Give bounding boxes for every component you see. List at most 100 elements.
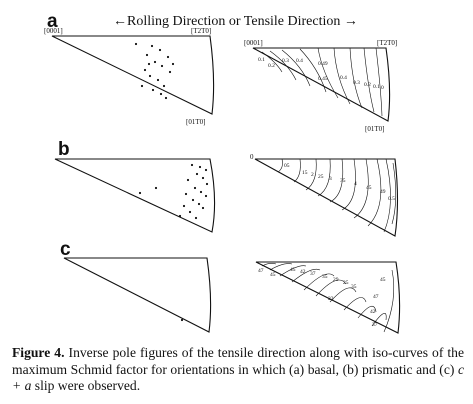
orientation-point [190, 163, 194, 167]
isocurve-label: 47 [373, 294, 379, 300]
orientation-points-c [180, 318, 184, 322]
orientation-point [154, 186, 158, 190]
isocurves-b [277, 158, 397, 233]
isocurve-label: 0.5 [388, 196, 395, 202]
panel-letter-b: b [58, 139, 70, 160]
orientation-point [199, 190, 203, 194]
triangle-b-right [254, 158, 399, 237]
panel-letter-a: a [47, 11, 58, 32]
corner-label-a-right-01t0: [01T0] [365, 125, 384, 133]
orientation-point [178, 214, 182, 218]
orientation-point [151, 88, 155, 92]
orientation-point [148, 74, 152, 78]
isocurve-labels-b: 05 15 2 25 3 35 4 45 49 0.5 [284, 163, 395, 202]
isocurve-label: 0.2 [268, 63, 275, 69]
orientation-point [156, 78, 160, 82]
isocurve-label: 2 [311, 172, 314, 178]
corner-label-a-left-0001: [0001] [44, 27, 63, 35]
orientation-point [205, 182, 209, 186]
orientation-point [150, 44, 154, 48]
caption-text-part2: slip were observed. [31, 378, 141, 393]
orientation-point [164, 96, 168, 100]
isocurve-label: 47 [258, 268, 264, 274]
isocurve-label: 37 [372, 322, 378, 328]
orientation-point [201, 206, 205, 210]
pole-figure-c-c-plus-a [63, 257, 212, 333]
orientation-points-a [134, 42, 175, 100]
orientation-point [201, 176, 205, 180]
pole-figure-a-basal [51, 35, 215, 115]
orientation-point [197, 202, 201, 206]
orientation-point [186, 178, 190, 182]
orientation-point [180, 318, 184, 322]
isocurve-label: 45 [270, 272, 276, 278]
caption-math: c + a [12, 361, 464, 394]
corner-label-a-right-0001: [0001] [244, 39, 263, 47]
isocurve-label: 0.1 [373, 84, 380, 90]
orientation-point [188, 210, 192, 214]
isocurve-figure-a-basal [252, 47, 391, 122]
isocurve-label: 35 [322, 274, 328, 280]
direction-label: ←Rolling Direction or Tensile Direction … [113, 14, 358, 29]
orientation-point [162, 84, 166, 88]
orientation-point [184, 192, 188, 196]
orientation-point [147, 62, 151, 66]
isocurve-label: 0.1 [258, 57, 265, 63]
orientation-point [166, 55, 170, 59]
orientation-point [143, 68, 147, 72]
orientation-point [191, 198, 195, 202]
isocurve-label: 35 [340, 178, 346, 184]
figure-caption: Figure 4. Inverse pole figures of the te… [12, 345, 464, 395]
isocurve-figure-b-prismatic [254, 158, 399, 237]
isocurve-label: 45 [366, 185, 372, 191]
isocurves-c [261, 263, 395, 333]
isocurve-label: 0.45 [318, 76, 328, 82]
triangle-c-left [63, 257, 212, 333]
isocurves-a [261, 47, 383, 117]
orientation-point [153, 60, 157, 64]
orientation-point [195, 172, 199, 176]
isocurve-label: 0.3 [353, 80, 360, 86]
isocurve-label: 25 [318, 174, 324, 180]
isocurve-label: 0.3 [282, 58, 289, 64]
triangle-a-right [252, 47, 391, 122]
orientation-point [204, 168, 208, 172]
isocurve-labels-a: 0.1 0.2 0.3 0.4 0.49 0.45 0.4 0.3 0.2 0.… [258, 57, 384, 91]
isocurve-label: 0 [381, 85, 384, 91]
orientation-point [158, 48, 162, 52]
orientation-point [140, 84, 144, 88]
isocurve-label: 29 [333, 277, 339, 283]
corner-label-b-right-0: 0 [250, 153, 254, 161]
isocurve-labels-c: 47 45 45 42 37 35 29 25 35 23 45 47 42 3… [258, 267, 386, 328]
isocurve-label: 49 [380, 189, 386, 195]
corner-label-a-right-t2t0: [T2T0] [377, 39, 397, 47]
isocurve-label: 37 [310, 271, 316, 277]
orientation-point [159, 92, 163, 96]
panel-letter-c: c [60, 239, 71, 260]
pole-figure-b-prismatic [54, 158, 216, 233]
isocurve-label: 25 [343, 280, 349, 286]
isocurve-label: 05 [284, 163, 290, 169]
isocurve-label: 42 [300, 269, 306, 275]
orientation-point [182, 204, 186, 208]
triangle-a-left [51, 35, 215, 115]
isocurve-label: 0.4 [296, 58, 303, 64]
isocurve-label: 3 [329, 176, 332, 182]
figure-number: Figure 4. [12, 345, 65, 360]
isocurve-label: 0.2 [364, 82, 371, 88]
isocurve-label: 0.49 [318, 61, 328, 67]
orientation-point [198, 165, 202, 169]
corner-label-a-left-01t0: [01T0] [186, 118, 205, 126]
isocurve-label: 23 [328, 296, 334, 302]
isocurve-label: 45 [290, 267, 296, 273]
triangle-b-left [54, 158, 216, 233]
orientation-point [160, 64, 164, 68]
orientation-point [168, 70, 172, 74]
figure-panels: a ←Rolling Direction or Tensile Directio… [44, 11, 401, 334]
corner-label-a-left-t2t0: [T2T0] [191, 27, 211, 35]
isocurve-label: 4 [354, 181, 357, 187]
orientation-point [138, 191, 142, 195]
orientation-point [171, 62, 175, 66]
isocurve-label: 15 [302, 170, 308, 176]
orientation-point [194, 216, 198, 220]
